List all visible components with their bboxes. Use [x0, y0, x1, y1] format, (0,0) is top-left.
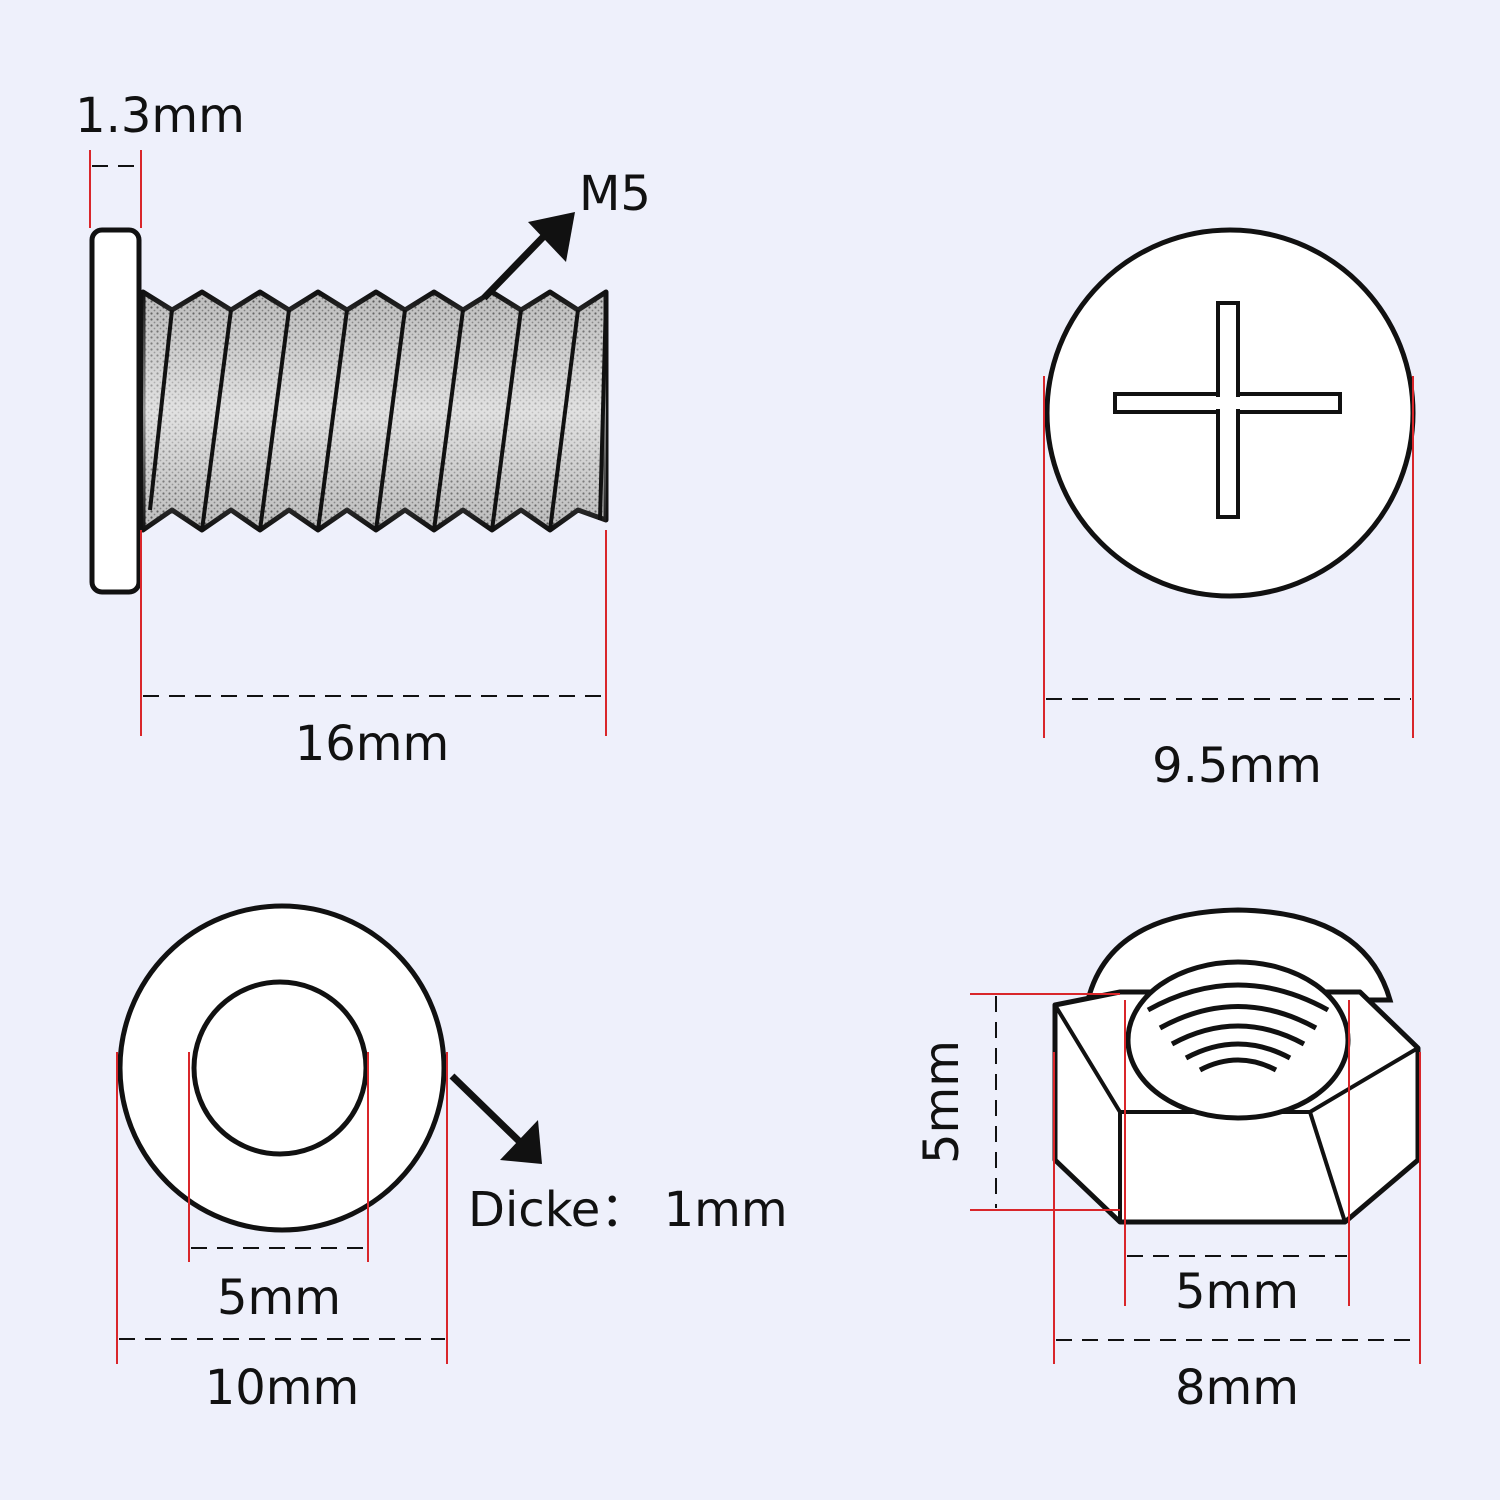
nylon-insert-cap [1084, 907, 1394, 1003]
head-diameter-label: 9.5mm [1152, 738, 1322, 794]
thickness-arrow-icon [500, 1120, 542, 1164]
washer-thickness-label: Dicke： 1mm [468, 1182, 788, 1238]
nut-height-label: 5mm [914, 1040, 970, 1164]
nut-thread-rings [1125, 959, 1351, 1121]
lock-nut-view: 5mm 5mm 8mm [914, 907, 1421, 1416]
washer-outer-diameter-label: 10mm [205, 1360, 360, 1416]
nut-outer-width-label: 8mm [1175, 1360, 1299, 1416]
washer-inner-diameter-label: 5mm [217, 1270, 341, 1326]
thread-helix-lines [148, 299, 608, 531]
phillips-cross-icon [1113, 301, 1342, 519]
washer-view: 5mm 10mm Dicke： 1mm [116, 903, 788, 1416]
screw-length-label: 16mm [295, 716, 450, 772]
screw-head-top-view: 9.5mm [1043, 227, 1416, 794]
screw-head-profile [89, 227, 142, 595]
nut-inner-width-label: 5mm [1175, 1264, 1299, 1320]
thread-size-label: M5 [579, 166, 651, 222]
screw-side-view: 1.3mm M5 16mm [75, 88, 651, 772]
head-thickness-label: 1.3mm [75, 88, 245, 144]
m5-arrow-icon [528, 212, 575, 262]
washer-inner-circle [191, 979, 369, 1157]
